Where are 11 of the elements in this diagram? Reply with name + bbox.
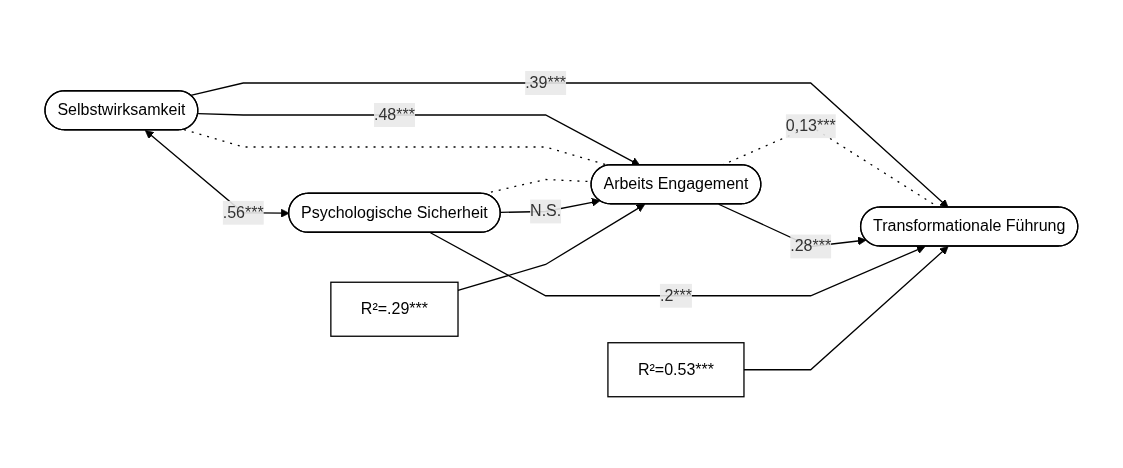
edge-label: .28*** (790, 237, 832, 255)
edge-label: .56*** (222, 203, 264, 221)
edge-label: .48*** (374, 106, 416, 124)
edge-label: N.S. (530, 202, 562, 220)
edge-label: 0,13*** (785, 117, 836, 135)
node-box: R²=0.53*** (607, 342, 745, 398)
edge-label: .2*** (660, 286, 693, 304)
edge-label: .39*** (525, 74, 567, 92)
node-box: R²=.29*** (330, 281, 459, 337)
arrow (197, 113, 641, 166)
arrow (429, 232, 926, 297)
